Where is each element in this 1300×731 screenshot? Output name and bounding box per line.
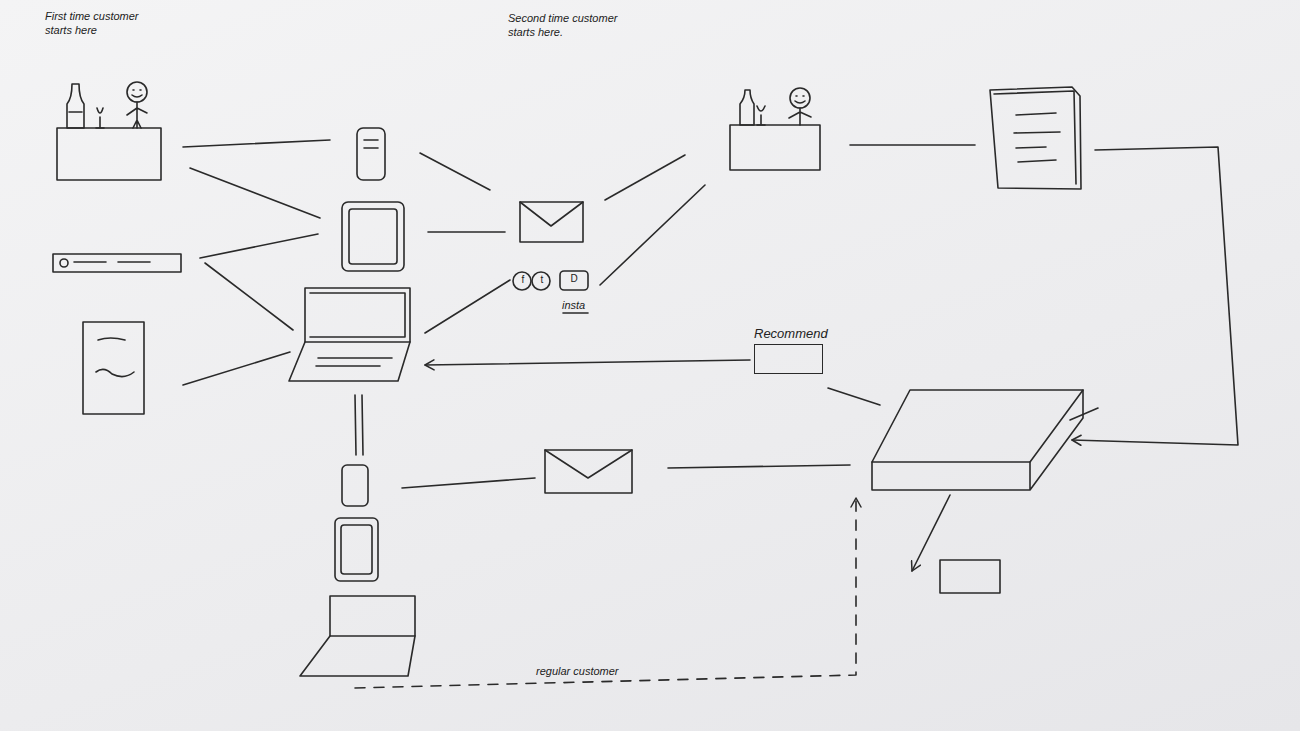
social-icons	[513, 272, 531, 290]
phone-icon	[342, 465, 368, 506]
document-icon	[990, 87, 1081, 189]
bar-counter	[57, 128, 161, 180]
connector-lines	[200, 234, 318, 258]
phone-icon	[357, 128, 385, 180]
email-icon	[545, 450, 632, 493]
tablet-icon	[341, 525, 372, 574]
phone-icon	[357, 128, 385, 180]
laptop-icon	[305, 288, 410, 342]
bar-counter	[127, 102, 147, 128]
bar-counter	[67, 84, 84, 128]
start-note: Second time customer starts here.	[508, 12, 638, 40]
social-icons	[513, 271, 588, 313]
search-bar	[53, 254, 181, 272]
package-box	[872, 390, 1083, 490]
bar-counter	[757, 106, 765, 125]
bar-counter	[730, 88, 820, 170]
bar-counter	[740, 90, 754, 125]
card-icon	[940, 560, 1000, 593]
connector-lines	[183, 140, 1238, 571]
document-icon	[994, 91, 1076, 184]
paper-icon	[96, 338, 134, 377]
social-icons	[563, 312, 588, 314]
bar-counter	[730, 125, 820, 170]
social-icons	[560, 271, 588, 290]
connector-lines	[402, 478, 535, 488]
bar-counter	[69, 111, 82, 113]
email-icon	[520, 202, 583, 242]
connector-lines	[190, 168, 320, 218]
connector-lines	[420, 153, 490, 190]
bar-counter	[57, 82, 161, 180]
social-letter: D	[566, 273, 582, 286]
tablet-icon	[342, 202, 404, 271]
connector-lines	[668, 465, 850, 468]
bar-counter	[795, 96, 805, 103]
icon-caption: insta	[562, 299, 585, 313]
card-icon	[940, 560, 1000, 593]
connector-lines	[355, 395, 363, 455]
laptop-icon	[289, 288, 410, 381]
laptop-icon	[289, 342, 410, 381]
connector-lines	[425, 360, 750, 365]
paper-icon	[83, 322, 144, 414]
connector-lines	[183, 140, 330, 147]
package-box	[1070, 408, 1098, 420]
tablet-icon	[335, 518, 378, 581]
laptop-icon	[300, 596, 415, 676]
connector-lines	[428, 231, 505, 233]
paper-icon	[83, 322, 144, 414]
laptop-icon	[316, 358, 392, 366]
start-note: First time customer starts here	[45, 10, 165, 38]
social-icons	[532, 272, 550, 290]
connector-lines	[828, 388, 880, 405]
connector-lines	[425, 280, 510, 333]
bar-counter	[790, 88, 810, 108]
document-icon	[1014, 113, 1060, 162]
laptop-icon	[300, 636, 415, 676]
tablet-icon	[349, 209, 397, 264]
email-icon	[545, 450, 632, 478]
connector-lines	[205, 263, 293, 330]
email-icon	[520, 202, 583, 242]
connector-lines	[850, 144, 975, 146]
search-bar	[53, 254, 181, 272]
document-icon	[990, 87, 1081, 189]
bar-counter	[96, 108, 104, 128]
bar-counter	[132, 90, 142, 97]
laptop-icon	[330, 596, 415, 636]
package-box	[872, 390, 1083, 462]
social-letter: t	[537, 274, 547, 287]
tablet-icon	[335, 518, 378, 581]
search-bar	[60, 259, 68, 267]
phone-icon	[342, 465, 368, 506]
email-icon	[545, 450, 632, 493]
loop-label: regular customer	[536, 665, 619, 679]
connector-lines	[1072, 147, 1238, 445]
bar-counter	[789, 108, 811, 125]
bar-counter	[127, 82, 147, 102]
email-icon	[520, 202, 583, 226]
box-heading: Recommend	[754, 326, 828, 341]
tablet-icon	[342, 202, 404, 271]
package-box	[872, 390, 1098, 490]
connector-lines	[600, 185, 705, 285]
recommend-box: Recommend	[754, 326, 828, 374]
search-bar	[74, 261, 150, 263]
phone-icon	[364, 140, 378, 148]
connector-lines	[605, 155, 685, 200]
box-outline	[754, 344, 823, 374]
connector-lines	[183, 352, 290, 385]
regular-loop	[355, 498, 856, 688]
social-letter: f	[518, 274, 528, 287]
